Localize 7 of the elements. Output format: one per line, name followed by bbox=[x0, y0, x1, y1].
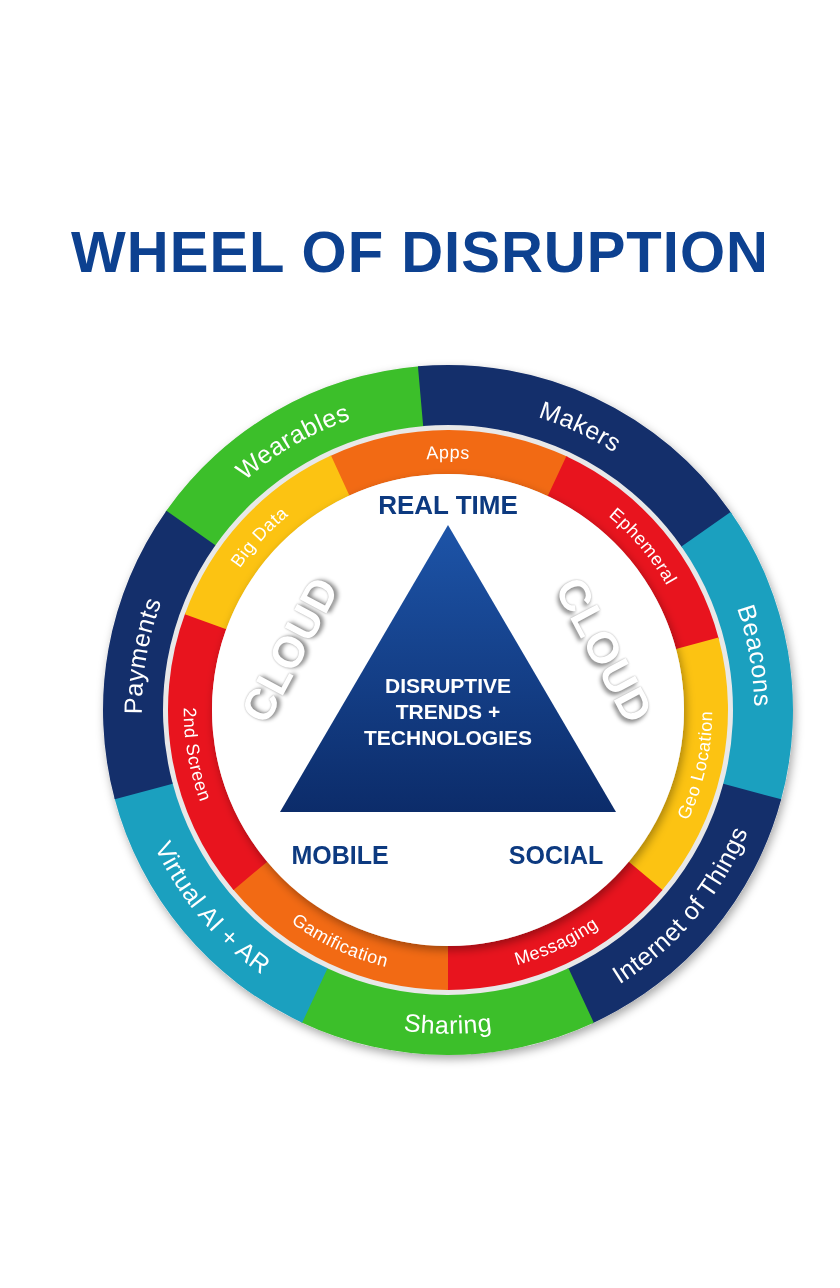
corner-label: REAL TIME bbox=[378, 489, 518, 521]
segment-label: Apps bbox=[425, 442, 471, 464]
center-text: DISRUPTIVE TRENDS + TECHNOLOGIES bbox=[363, 673, 533, 751]
corner-label: MOBILE bbox=[291, 840, 389, 870]
segment-label: Sharing bbox=[402, 1007, 494, 1039]
title: WHEEL OF DISRUPTION bbox=[70, 218, 770, 285]
corner-label: SOCIAL bbox=[508, 840, 604, 870]
